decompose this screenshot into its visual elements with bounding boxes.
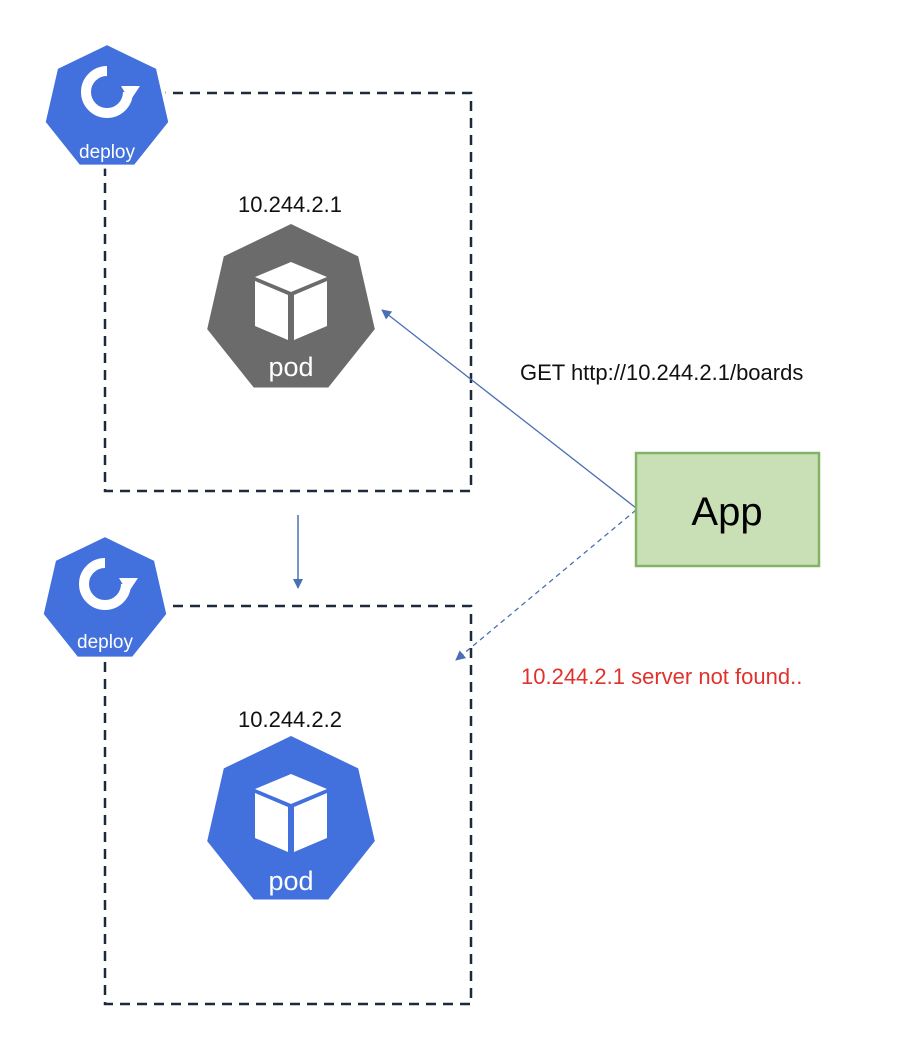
- pod-icon-label: pod: [268, 866, 313, 896]
- pod-icon-old: pod: [207, 224, 375, 388]
- app-label: App: [691, 490, 762, 534]
- rollout-arrow-icon: [79, 558, 138, 610]
- deploy-icon-label: deploy: [77, 632, 133, 653]
- deployment-box-1: [103, 91, 473, 493]
- cube-icon: [255, 774, 327, 852]
- pod-icon-new: pod: [207, 736, 375, 900]
- deploy-icon: deploy: [39, 532, 171, 661]
- deploy-icon-label: deploy: [79, 142, 135, 163]
- request-arrow: [381, 309, 637, 509]
- deploy-icon: deploy: [41, 40, 173, 169]
- request-label: GET http://10.244.2.1/boards: [520, 360, 803, 385]
- deployment-box-2: [103, 604, 473, 1006]
- pod-ip-label-1: 10.244.2.1: [238, 192, 342, 217]
- failed-request-arrow: [455, 509, 637, 661]
- app-box: [634, 451, 821, 568]
- cube-icon: [255, 262, 327, 340]
- rollout-arrow-icon: [81, 66, 140, 118]
- pod-ip-label-2: 10.244.2.2: [238, 707, 342, 732]
- error-message: 10.244.2.1 server not found..: [521, 664, 802, 689]
- pod-icon-label: pod: [268, 352, 313, 382]
